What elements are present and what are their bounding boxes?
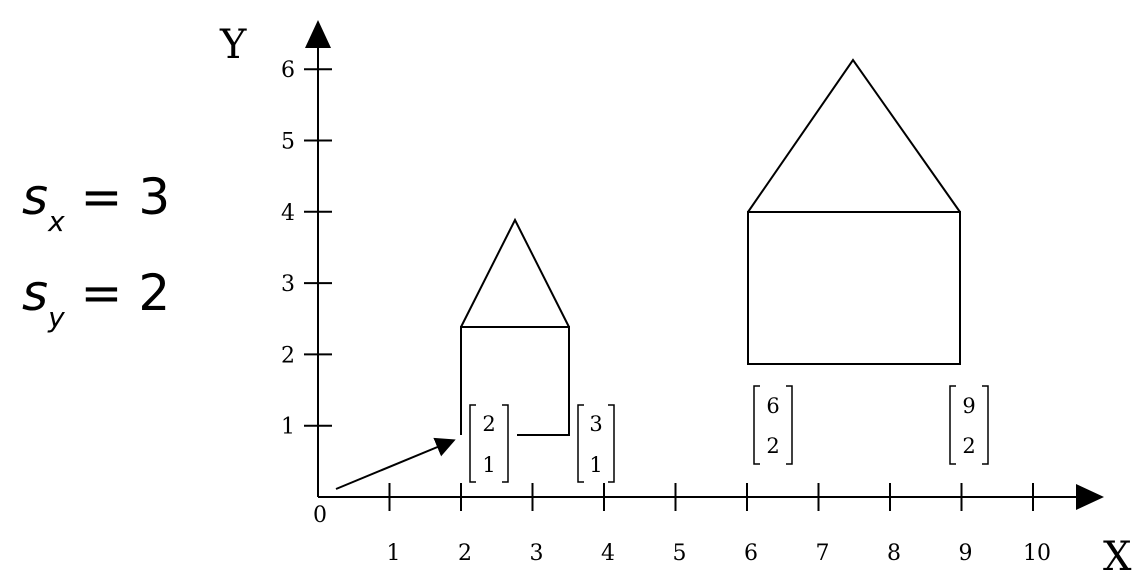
- scale-y-equation: sy = 2: [22, 264, 171, 334]
- small-house-roof: [460, 217, 570, 328]
- vector-large-right-bottom: 2: [962, 434, 975, 458]
- vector-small-right-top: 3: [589, 412, 602, 436]
- x-axis-label: X: [1103, 534, 1132, 580]
- x-tick-label-8: 8: [887, 541, 901, 566]
- y-tick-label-2: 2: [281, 343, 295, 368]
- x-tick-label-7: 7: [816, 541, 830, 566]
- vector-large-left-top: 6: [766, 394, 779, 418]
- vector-large-left-bottom: 2: [766, 434, 779, 458]
- large-house-roof: [747, 58, 961, 213]
- x-tick-label-10: 10: [1023, 541, 1051, 566]
- y-axis-label: Y: [219, 22, 247, 68]
- scale-x-equation: sx = 3: [22, 168, 171, 238]
- vector-small-right-bottom: 1: [589, 453, 602, 477]
- small-house: [460, 217, 570, 436]
- x-ticks: 1 2 3 4 5 6 7 8 9 10: [387, 483, 1051, 566]
- vector-small-left-top: 2: [482, 412, 495, 436]
- vector-small-left: 2 1: [469, 404, 509, 483]
- x-tick-label-3: 3: [530, 541, 544, 566]
- vector-small-left-bottom: 1: [482, 453, 495, 477]
- y-tick-label-3: 3: [281, 272, 295, 297]
- large-house: [747, 58, 961, 365]
- position-vector-arrow: [335, 437, 456, 490]
- vector-small-right: 3 1: [577, 404, 615, 483]
- x-tick-label-4: 4: [601, 541, 615, 566]
- vector-large-left: 6 2: [753, 385, 793, 465]
- y-tick-label-6: 6: [281, 58, 295, 83]
- x-tick-label-9: 9: [959, 541, 973, 566]
- y-ticks: 1 2 3 4 5 6: [281, 58, 332, 440]
- vector-large-right: 9 2: [949, 385, 989, 465]
- x-tick-label-6: 6: [744, 541, 758, 566]
- y-tick-label-5: 5: [281, 130, 295, 155]
- y-axis-arrow-icon: [305, 20, 331, 48]
- large-house-body: [747, 211, 961, 365]
- origin-label: 0: [313, 503, 327, 528]
- y-tick-label-1: 1: [281, 415, 295, 440]
- x-tick-label-5: 5: [673, 541, 687, 566]
- x-tick-label-1: 1: [387, 541, 401, 566]
- small-house-body: [460, 326, 570, 436]
- y-tick-label-4: 4: [281, 201, 295, 226]
- vector-large-right-top: 9: [962, 394, 975, 418]
- x-axis-arrow-icon: [1076, 484, 1104, 510]
- x-tick-label-2: 2: [458, 541, 472, 566]
